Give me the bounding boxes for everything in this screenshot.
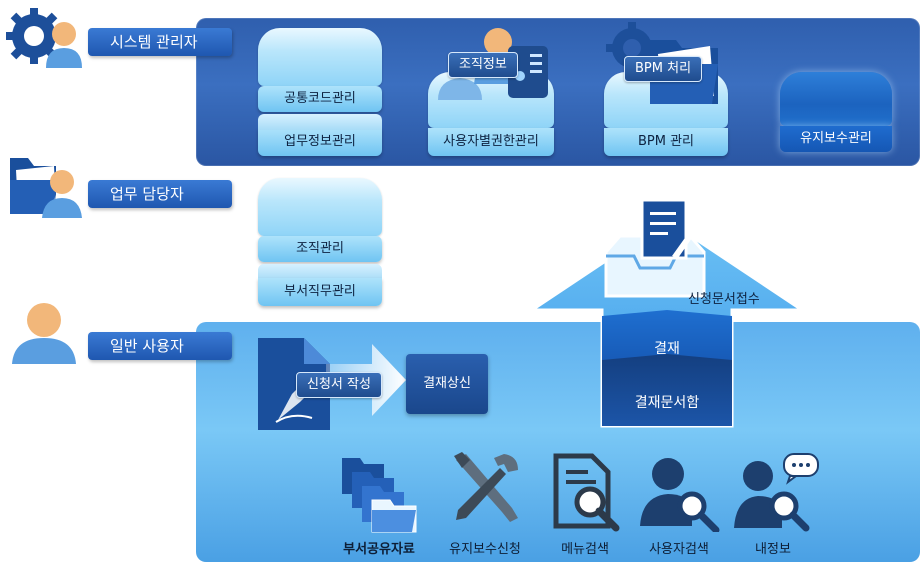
- tile-dept-role-mgmt-label[interactable]: 부서직무관리: [258, 278, 382, 306]
- approval-flow-arrow: [530, 218, 804, 428]
- tool-label-maintenance-request[interactable]: 유지보수신청: [449, 542, 521, 557]
- worker-folder-person-icon: [10, 158, 82, 218]
- inbox-document-icon: [604, 198, 706, 298]
- tool-label-shared-docs[interactable]: 부서공유자료: [343, 542, 415, 557]
- user-search-icon[interactable]: [640, 452, 720, 532]
- role-label-user: 일반 사용자: [88, 332, 232, 360]
- tag-org-info[interactable]: 조직정보: [448, 52, 518, 78]
- folder-stack-icon[interactable]: [338, 450, 420, 534]
- user-person-icon: [12, 303, 76, 364]
- role-label-admin: 시스템 관리자: [88, 28, 232, 56]
- tile-user-permission-label[interactable]: 사용자별권한관리: [428, 128, 554, 156]
- tile-maintenance-label[interactable]: 유지보수관리: [780, 126, 892, 152]
- approval-box-label[interactable]: 결재문서함: [634, 395, 700, 411]
- person-icon: [46, 22, 82, 68]
- approval-label[interactable]: 결재: [654, 341, 680, 357]
- receive-application-label[interactable]: 신청문서접수: [688, 292, 760, 307]
- admin-gear-person-icon: [6, 8, 82, 68]
- tile-bpm-label[interactable]: BPM 관리: [604, 128, 728, 156]
- tile-code-business[interactable]: 공통코드관리 업무정보관리: [258, 28, 382, 156]
- tile-maintenance[interactable]: 유지보수관리: [780, 72, 892, 154]
- tile-business-info-mgmt-label[interactable]: 업무정보관리: [258, 128, 382, 156]
- tool-label-user-search[interactable]: 사용자검색: [649, 542, 709, 557]
- tool-label-menu-search[interactable]: 메뉴검색: [561, 542, 609, 557]
- role-label-worker: 업무 담당자: [88, 180, 232, 208]
- folder-icon: [10, 158, 58, 214]
- tile-org-mgmt-label[interactable]: 조직관리: [258, 236, 382, 262]
- my-info-icon[interactable]: [732, 452, 822, 532]
- person-icon: [42, 170, 82, 218]
- tag-bpm-process[interactable]: BPM 처리: [624, 56, 703, 82]
- tools-icon[interactable]: [448, 450, 522, 524]
- document-search-icon[interactable]: [552, 452, 624, 532]
- tile-code-mgmt-label[interactable]: 공통코드관리: [258, 86, 382, 112]
- tag-write-application[interactable]: 신청서 작성: [296, 372, 382, 398]
- tool-label-my-info[interactable]: 내정보: [755, 542, 791, 557]
- tile-org-dept[interactable]: 조직관리 부서직무관리: [258, 178, 382, 306]
- submit-approval-button[interactable]: 결재상신: [406, 354, 488, 414]
